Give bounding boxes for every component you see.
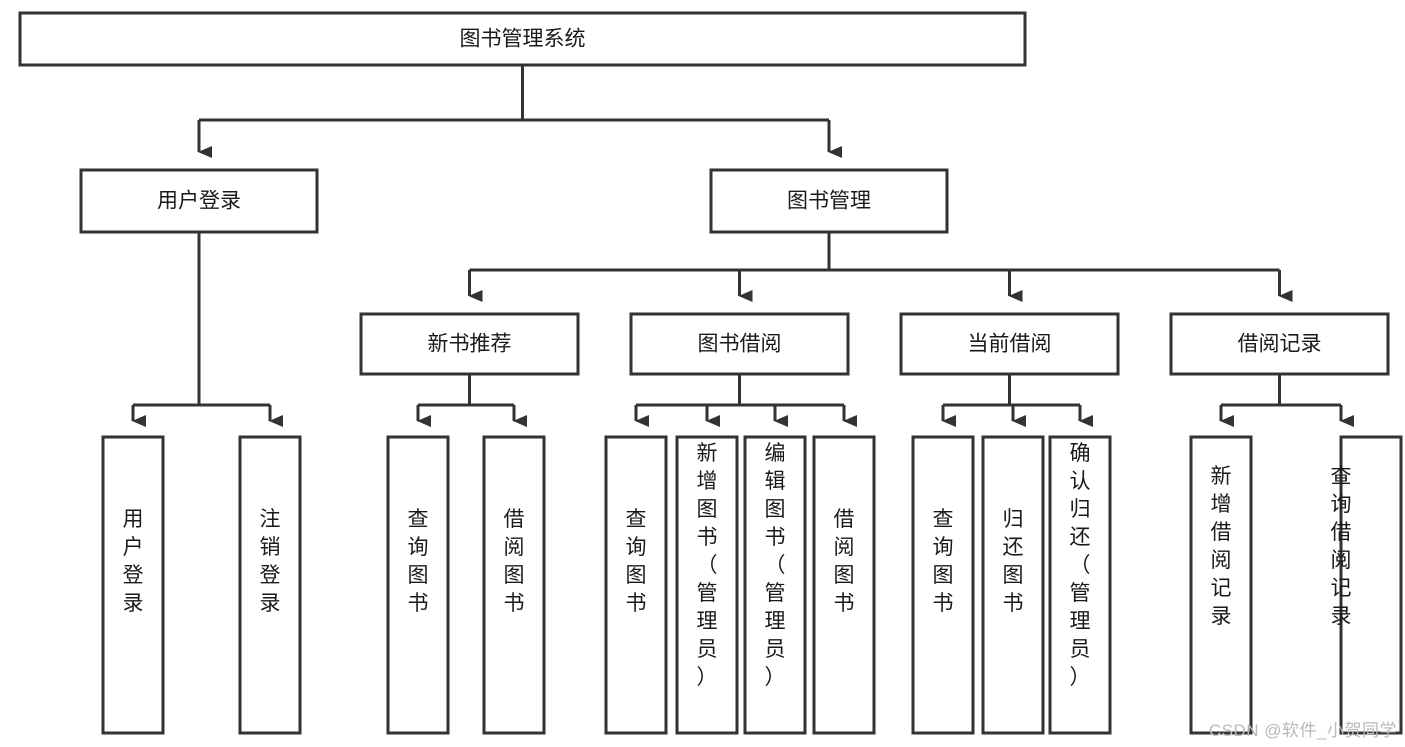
leaf-node-return-book-label: 归还图书 — [1003, 508, 1024, 615]
leaf-node-logout-box — [238, 435, 302, 735]
node-root-system[interactable]: 图书管理系统 — [18, 11, 1027, 67]
node-borrow-record[interactable]: 借阅记录 — [1169, 312, 1390, 376]
node-book-management-label: 图书管理 — [787, 190, 871, 213]
node-book-management[interactable]: 图书管理 — [709, 168, 949, 234]
leaf-node-user-login-box — [101, 435, 165, 735]
leaf-node-user-login[interactable]: 用户登录 — [101, 435, 165, 735]
leaf-node-borrow-book-box — [812, 435, 876, 735]
node-new-book-recommend-box — [359, 312, 580, 376]
leaf-node-confirm-return-admin[interactable]: 确认归还（管理员） — [1048, 435, 1112, 735]
node-book-management-box — [709, 168, 949, 234]
leaf-node-return-book-box — [981, 435, 1045, 735]
leaf-node-borrow-book-label: 借阅图书 — [834, 508, 855, 615]
leaf-node-logout[interactable]: 注销登录 — [238, 435, 302, 735]
node-borrow-record-label: 借阅记录 — [1238, 333, 1322, 356]
node-current-borrow[interactable]: 当前借阅 — [899, 312, 1120, 376]
leaf-nodes-layer: 用户登录 注销登录 查询图书 借阅图书 查询图书 新增图书（管理员） 编辑图书（… — [101, 435, 1403, 735]
leaf-node-add-borrow-record-box — [1189, 435, 1253, 735]
leaf-node-query-book-current-label: 查询图书 — [933, 508, 954, 615]
leaf-node-edit-book-admin-label: 编辑图书（管理员） — [765, 442, 786, 689]
leaf-node-query-book-recommend-label: 查询图书 — [408, 508, 429, 615]
leaf-node-confirm-return-admin-label: 确认归还（管理员） — [1070, 442, 1091, 689]
leaf-node-edit-book-admin-box — [743, 435, 807, 735]
leaf-node-query-book-borrow-label: 查询图书 — [626, 508, 647, 615]
leaf-node-query-book-borrow-box — [604, 435, 668, 735]
leaf-node-query-book-recommend[interactable]: 查询图书 — [386, 435, 450, 735]
node-borrow-record-box — [1169, 312, 1390, 376]
connector-layer — [131, 65, 1354, 427]
leaf-node-query-book-recommend-box — [386, 435, 450, 735]
leaf-node-query-borrow-record-box — [1339, 435, 1403, 735]
leaf-node-logout-label: 注销登录 — [260, 508, 281, 615]
node-user-login-box — [79, 168, 319, 234]
leaf-node-query-book-borrow[interactable]: 查询图书 — [604, 435, 668, 735]
leaf-node-query-book-current[interactable]: 查询图书 — [911, 435, 975, 735]
leaf-node-add-borrow-record-label: 新增借阅记录 — [1211, 465, 1232, 628]
leaf-node-borrow-book-recommend-label: 借阅图书 — [504, 508, 525, 615]
node-user-login-label: 用户登录 — [157, 190, 241, 213]
leaf-node-add-borrow-record[interactable]: 新增借阅记录 — [1189, 435, 1253, 735]
leaf-node-query-book-current-box — [911, 435, 975, 735]
node-new-book-recommend-label: 新书推荐 — [428, 333, 512, 356]
leaf-node-user-login-label: 用户登录 — [123, 508, 144, 615]
leaf-node-return-book[interactable]: 归还图书 — [981, 435, 1045, 735]
node-root-label: 图书管理系统 — [460, 28, 586, 51]
leaf-node-query-borrow-record[interactable]: 查询借阅记录 — [1331, 435, 1403, 735]
node-user-login[interactable]: 用户登录 — [79, 168, 319, 234]
leaf-node-confirm-return-admin-box — [1048, 435, 1112, 735]
leaf-node-add-book-admin[interactable]: 新增图书（管理员） — [675, 435, 739, 735]
node-new-book-recommend[interactable]: 新书推荐 — [359, 312, 580, 376]
leaf-node-query-borrow-record-label: 查询借阅记录 — [1331, 465, 1352, 628]
leaf-node-add-book-admin-box — [675, 435, 739, 735]
leaf-node-add-book-admin-label: 新增图书（管理员） — [697, 442, 718, 689]
node-book-borrow-box — [629, 312, 850, 376]
leaf-node-borrow-book[interactable]: 借阅图书 — [812, 435, 876, 735]
leaf-node-edit-book-admin[interactable]: 编辑图书（管理员） — [743, 435, 807, 735]
node-book-borrow-label: 图书借阅 — [698, 333, 782, 356]
node-current-borrow-label: 当前借阅 — [968, 333, 1052, 356]
node-current-borrow-box — [899, 312, 1120, 376]
leaf-node-borrow-book-recommend-box — [482, 435, 546, 735]
leaf-node-borrow-book-recommend[interactable]: 借阅图书 — [482, 435, 546, 735]
node-root-box — [18, 11, 1027, 67]
node-book-borrow[interactable]: 图书借阅 — [629, 312, 850, 376]
